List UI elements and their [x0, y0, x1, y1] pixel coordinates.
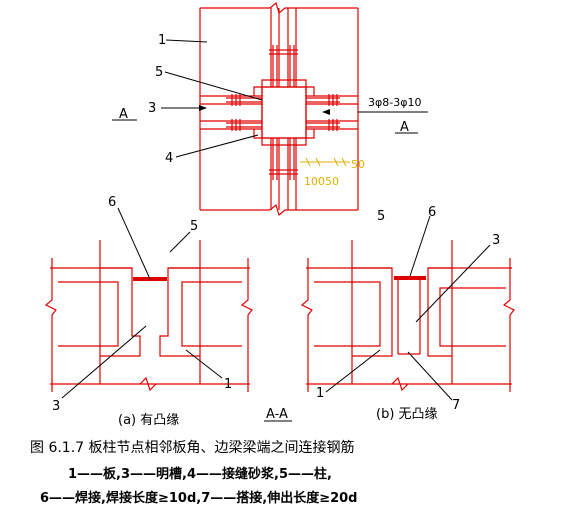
- plan-arrowheads: [199, 105, 330, 115]
- figure-caption-legend-2: 6——焊接,焊接长度≥10d,7——搭接,伸出长度≥20d: [40, 491, 358, 506]
- plan-view: [199, 1, 359, 217]
- plan-leaders: [112, 39, 428, 158]
- sec-a-label-3: 3: [52, 399, 60, 414]
- dimension-marks: [300, 157, 350, 167]
- section-a: [44, 240, 253, 392]
- sec-b-label-6: 6: [428, 205, 436, 220]
- sec-a-label-1: 1: [224, 377, 232, 392]
- section-title: A-A: [266, 407, 288, 422]
- figure-caption-title: 图 6.1.7 板柱节点相邻板角、边梁梁端之间连接钢筋: [30, 440, 355, 456]
- sec-b-label-7: 7: [452, 398, 460, 413]
- figure-caption-legend-1: 1——板,3——明槽,4——接缝砂浆,5——柱,: [68, 467, 332, 482]
- section-mark-right: A: [400, 120, 409, 135]
- section-b-leaders: [325, 215, 491, 401]
- sec-a-caption: (a) 有凸缘: [118, 413, 179, 428]
- label-1: 1: [158, 33, 166, 48]
- sec-b-label-3: 3: [492, 233, 500, 248]
- section-a-leaders: [61, 207, 223, 399]
- section-mark-left: A: [119, 107, 128, 122]
- connection-detail-drawing: 50 10050 1 5 3 4 A A 3φ8-3φ10: [44, 1, 515, 428]
- dim-10050-label: 10050: [304, 175, 339, 188]
- rebar-spec-label: 3φ8-3φ10: [368, 96, 421, 109]
- sec-b-caption: (b) 无凸缘: [376, 407, 438, 422]
- sec-a-label-6: 6: [108, 195, 116, 210]
- label-5: 5: [155, 65, 163, 80]
- label-4: 4: [165, 151, 173, 166]
- label-3: 3: [148, 101, 156, 116]
- sec-b-label-5: 5: [377, 209, 385, 224]
- sec-b-label-1: 1: [316, 386, 324, 401]
- section-b: [300, 240, 515, 392]
- sec-a-label-5: 5: [190, 219, 198, 234]
- dim-50-label: 50: [351, 158, 365, 171]
